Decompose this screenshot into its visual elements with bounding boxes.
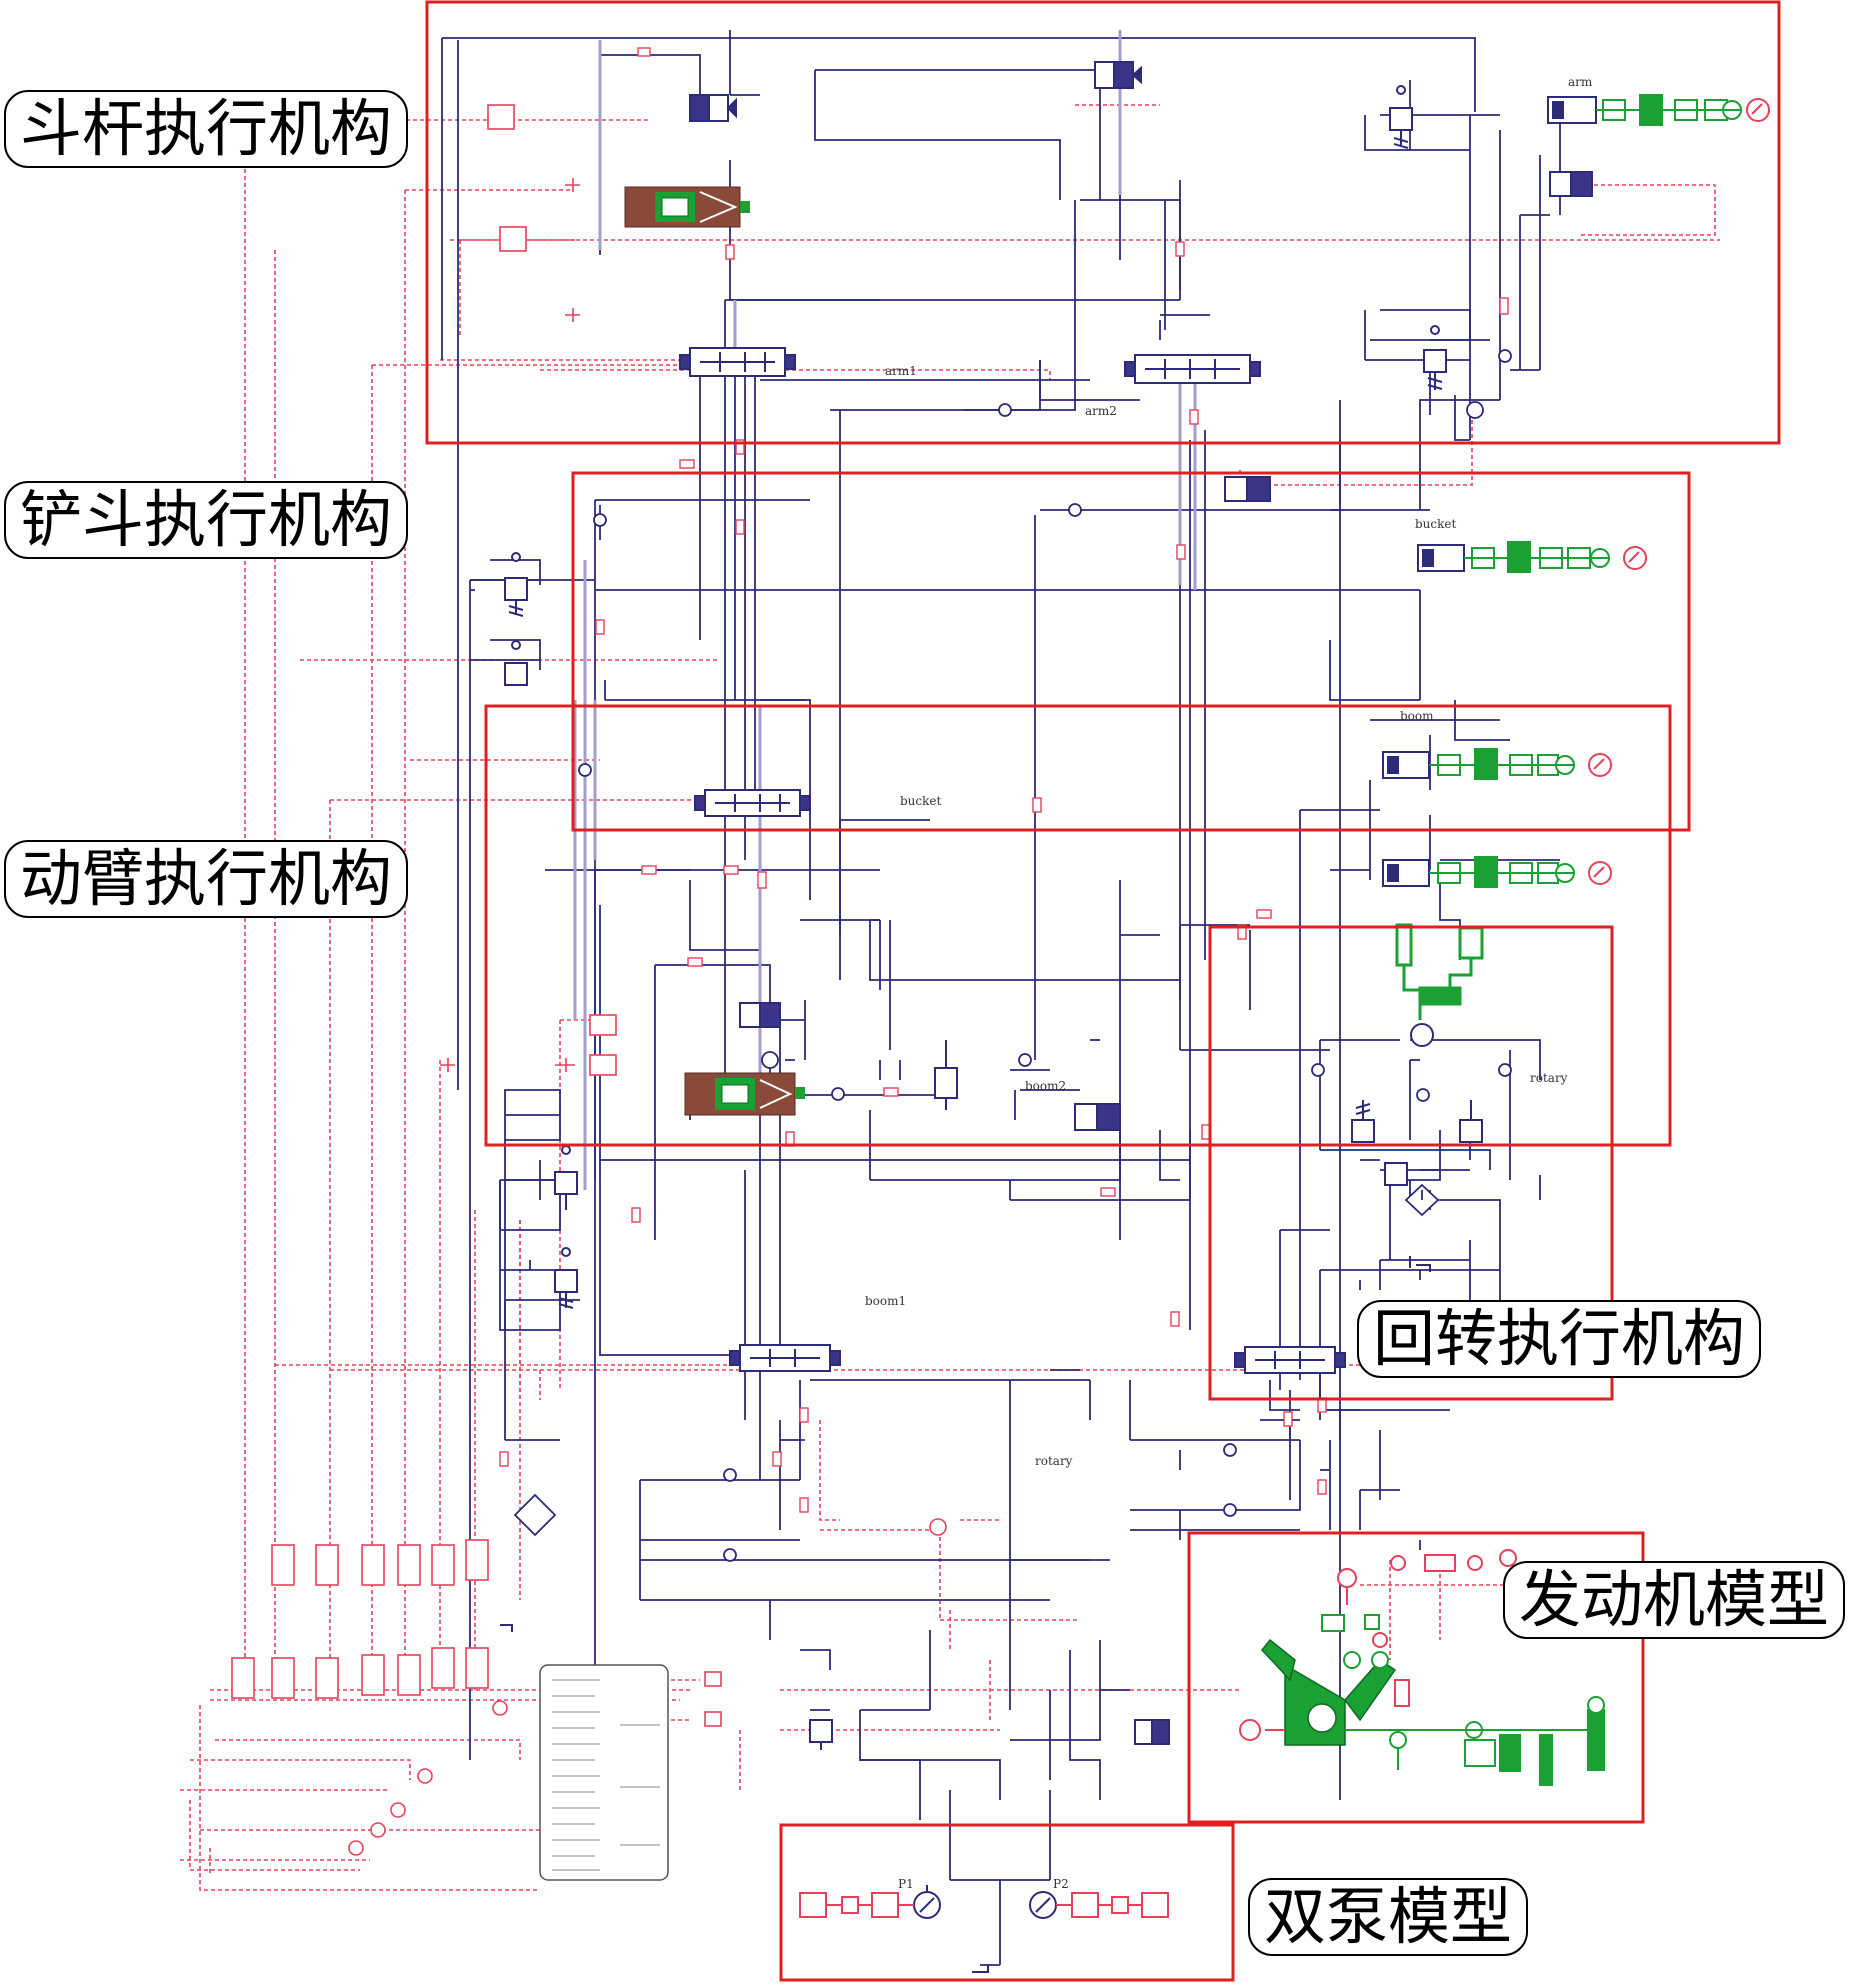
signal-lines <box>180 104 1720 1891</box>
relief-valve-icon <box>1389 85 1413 149</box>
dual-pump-model <box>799 1885 1169 1919</box>
relief-valve-icon <box>554 1247 578 1309</box>
directional-valve-icon <box>729 1344 841 1372</box>
section-frames <box>425 0 1781 1982</box>
relief-valve-icon <box>554 1145 578 1210</box>
relief-valve-icon <box>934 1040 958 1110</box>
label-rotary-right: rotary <box>1530 1071 1568 1085</box>
hydraulic-cylinder-icon <box>1417 544 1465 572</box>
callout-arm-actuator: 斗杆执行机构 <box>4 90 409 168</box>
relief-valve-icon <box>1459 1100 1483 1143</box>
directional-valve-icon <box>689 94 737 122</box>
hydraulic-cylinder-icon <box>1547 96 1597 124</box>
label-boom-cylinder: boom <box>1400 709 1434 723</box>
callout-boom-actuator: 动臂执行机构 <box>4 840 409 918</box>
swing-motor-assembly <box>1395 923 1484 1047</box>
label-boom1: boom1 <box>865 1294 906 1308</box>
label-p1: P1 <box>898 1877 914 1891</box>
directional-valves <box>679 61 1593 1745</box>
relief-valve-icon <box>504 640 528 686</box>
pilot-valve-boom <box>684 1072 805 1116</box>
directional-valve-icon <box>1134 1719 1170 1745</box>
directional-valve-icon <box>1124 354 1261 384</box>
directional-valve-icon <box>1234 1346 1346 1374</box>
pump-icon <box>913 1885 941 1919</box>
callout-swing-actuator: 回转执行机构 <box>1357 1300 1762 1378</box>
label-arm-cylinder: arm <box>1568 75 1593 89</box>
mass-load-chains <box>1429 94 1742 888</box>
arm-section-frame <box>425 0 1781 445</box>
signal-monitor-block <box>539 1664 669 1881</box>
pump-icon <box>1029 1891 1057 1919</box>
label-rotary-center: rotary <box>1035 1454 1073 1468</box>
pilot-valves <box>624 186 805 1116</box>
relief-valve-icon <box>1351 1100 1375 1143</box>
directional-valve-icon <box>1224 476 1271 502</box>
directional-valve-icon <box>1549 171 1593 197</box>
callout-dual-pump-model: 双泵模型 <box>1248 1878 1529 1956</box>
label-bucket-valve: bucket <box>900 794 942 808</box>
engine-section-frame <box>1187 1531 1645 1824</box>
relief-valves <box>504 85 1483 1750</box>
tank-symbols <box>500 1256 1431 1973</box>
label-p2: P2 <box>1053 1877 1069 1891</box>
directional-valve-icon <box>1094 61 1142 89</box>
relief-valve-icon <box>504 552 528 617</box>
pipe-segments <box>573 30 1197 1190</box>
directional-valve-icon <box>739 1002 781 1028</box>
label-arm2: arm2 <box>1085 404 1117 418</box>
load-endpoints <box>1588 98 1770 885</box>
callout-engine-model: 发动机模型 <box>1503 1561 1846 1639</box>
relief-valve-icon <box>809 1719 833 1750</box>
tank-icon <box>500 1624 513 1632</box>
actuators <box>1382 94 1770 888</box>
label-boom2: boom2 <box>1025 1079 1066 1093</box>
boom-section-frame <box>484 704 1672 1147</box>
tank-icon <box>1416 1264 1431 1272</box>
hydraulic-cylinder-icon <box>1382 859 1430 887</box>
swing-section-frame <box>1208 925 1614 1401</box>
directional-valve-icon <box>694 789 811 817</box>
pilot-valve-arm <box>624 186 750 228</box>
engine-icon <box>1261 1638 1397 1746</box>
directional-valve-icon <box>679 347 796 377</box>
callout-bucket-actuator: 铲斗执行机构 <box>4 481 409 559</box>
label-bucket-cylinder: bucket <box>1415 517 1457 531</box>
engine-model <box>1239 1549 1605 1786</box>
pipe-markers <box>499 47 1509 1513</box>
pump-section-frame <box>779 1823 1235 1982</box>
directional-valve-icon <box>1074 1103 1121 1131</box>
tank-icon <box>972 1964 989 1973</box>
component-labels: arm1 arm2 arm bucket boom bucket boom2 b… <box>865 75 1593 1891</box>
relief-valve-icon <box>1423 325 1447 390</box>
bucket-section-frame <box>571 471 1691 832</box>
hydraulic-cylinder-icon <box>1382 751 1430 779</box>
signal-function-blocks <box>231 104 947 1856</box>
relief-valve-icon <box>1384 1162 1408 1186</box>
label-arm1: arm1 <box>885 364 917 378</box>
